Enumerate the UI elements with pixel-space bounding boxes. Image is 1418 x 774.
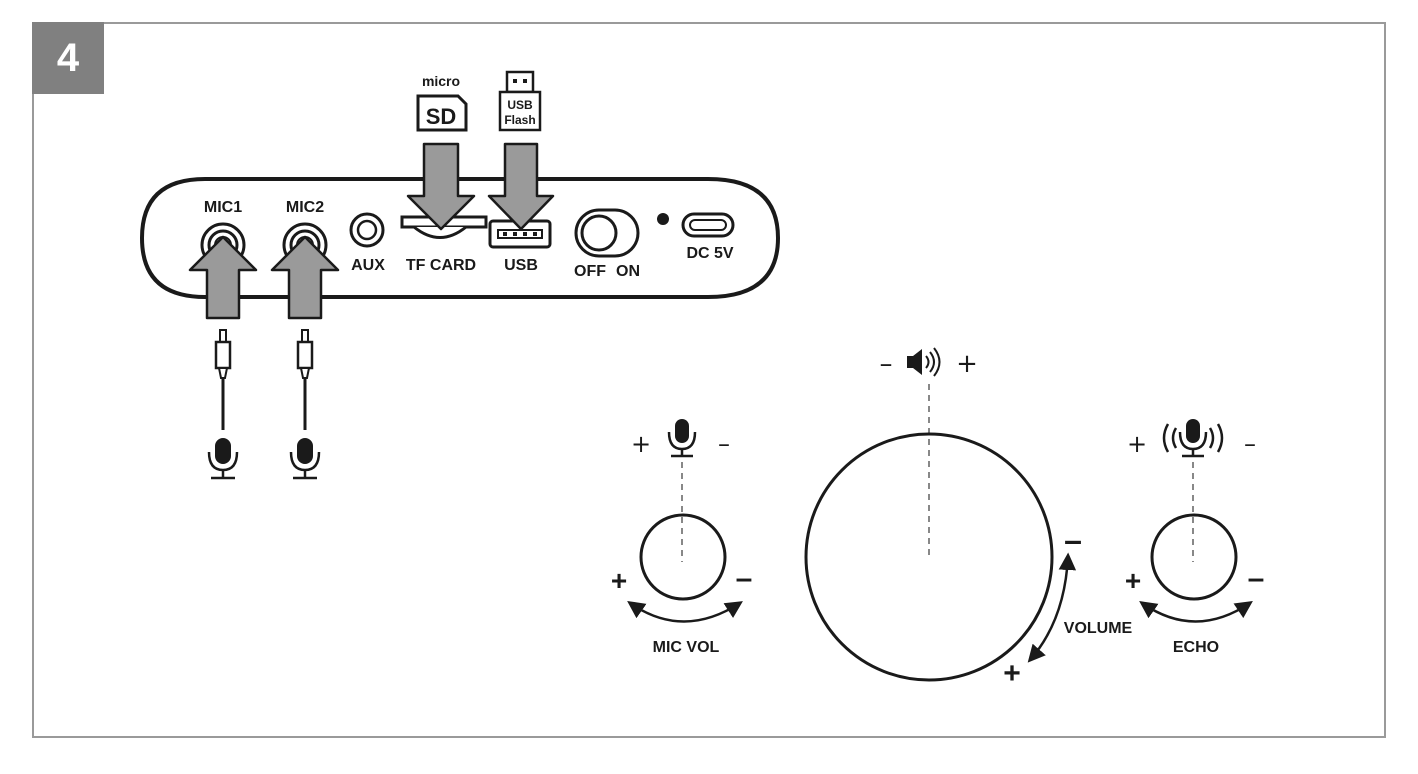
mic1-insert-arrow — [188, 235, 258, 320]
mic-vol-right-sign: – — [736, 562, 753, 595]
volume-rotation-arrow — [1027, 552, 1077, 663]
volume-top-plus: + — [956, 349, 978, 379]
mic-vol-left-sign: + — [611, 565, 627, 596]
usb-label: USB — [504, 257, 538, 274]
switch-off-label: OFF — [574, 263, 606, 280]
sd-logo: SD — [426, 104, 457, 129]
mic1-label: MIC1 — [204, 199, 242, 216]
echo-left-sign: + — [1125, 565, 1141, 596]
dc-port — [681, 212, 735, 238]
step-badge — [32, 22, 104, 94]
switch-on-label: ON — [616, 263, 640, 280]
micro-sd-icon: SD — [416, 94, 468, 132]
volume-label: VOLUME — [1064, 620, 1133, 637]
step-number: 4 — [56, 36, 80, 80]
dc-label: DC 5V — [686, 245, 733, 262]
volume-knob — [804, 432, 1054, 682]
mic1-plug — [214, 329, 232, 430]
usb-flash-line2: Flash — [504, 113, 535, 127]
mic2-plug — [296, 329, 314, 430]
volume-arc-top-sign: – — [1064, 522, 1082, 558]
echo-top-plus: + — [1127, 430, 1147, 458]
usb-insert-arrow — [487, 142, 555, 231]
usb-flash-line1: USB — [507, 98, 533, 112]
mic2-label: MIC2 — [286, 199, 324, 216]
mic2-insert-arrow — [270, 235, 340, 320]
echo-top-minus: – — [1244, 430, 1256, 458]
power-switch — [574, 208, 640, 258]
echo-rotation-arrow — [1139, 600, 1253, 623]
echo-right-sign: – — [1248, 562, 1265, 595]
echo-label: ECHO — [1173, 639, 1219, 656]
echo-knob — [1150, 513, 1238, 601]
led-indicator — [657, 213, 669, 225]
aux-jack — [349, 212, 385, 248]
mic1-microphone-icon — [207, 438, 239, 480]
usb-flash-icon: USB Flash — [498, 70, 542, 132]
speaker-icon — [907, 347, 941, 377]
microphone-icon — [667, 419, 697, 458]
figure-frame — [32, 22, 1386, 738]
mic2-microphone-icon — [289, 438, 321, 480]
mic-vol-label: MIC VOL — [653, 639, 720, 656]
mic-vol-top-minus: – — [718, 430, 730, 458]
volume-arc-bottom-sign: + — [1003, 657, 1021, 690]
echo-microphone-icon — [1162, 419, 1224, 458]
micro-label: micro — [422, 73, 460, 89]
sd-insert-arrow — [406, 142, 476, 231]
mic-vol-knob — [639, 513, 727, 601]
aux-label: AUX — [351, 257, 385, 274]
tf-card-label: TF CARD — [406, 257, 476, 274]
mic-vol-top-plus: + — [631, 430, 651, 458]
volume-top-minus: – — [880, 349, 893, 379]
mic-vol-rotation-arrow — [627, 600, 743, 623]
